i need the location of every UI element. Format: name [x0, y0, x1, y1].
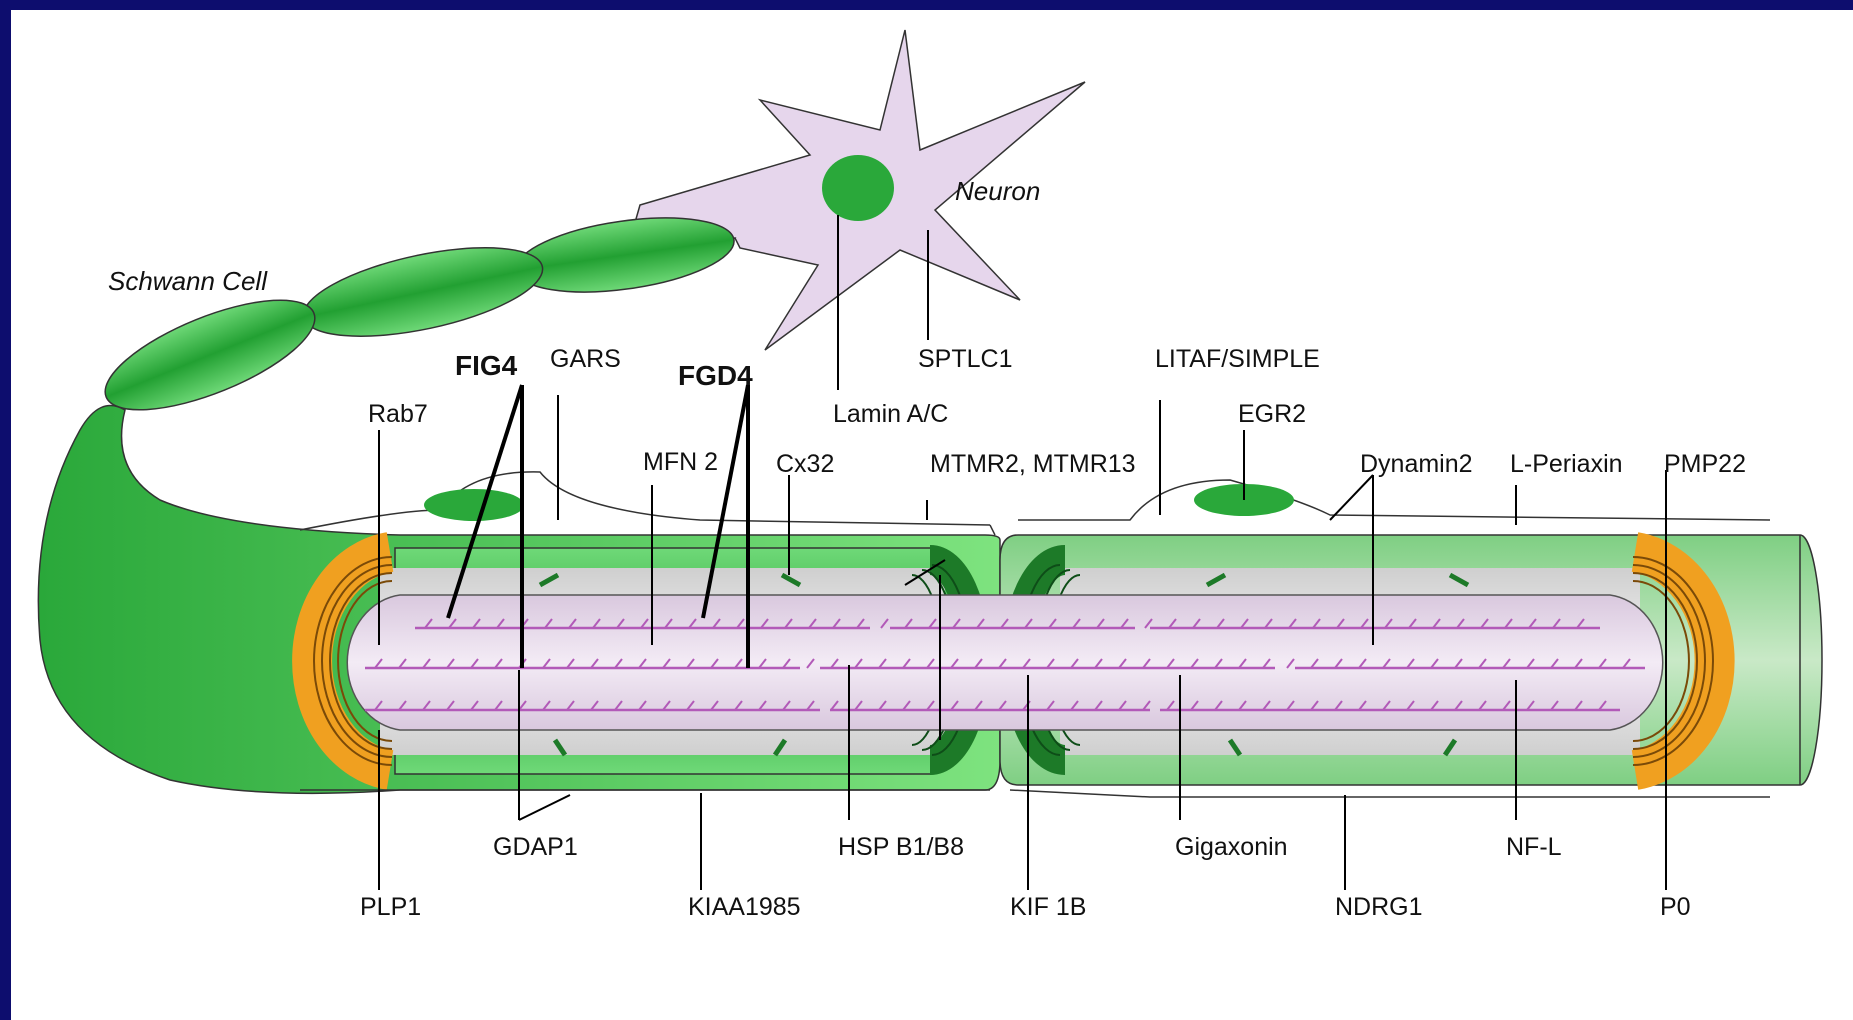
kiaa-label: KIAA1985 — [688, 893, 801, 921]
periaxin-label: L-Periaxin — [1510, 450, 1623, 478]
nfl-label: NF-L — [1506, 833, 1562, 861]
gigaxonin-label: Gigaxonin — [1175, 833, 1288, 861]
fgd4-label: FGD4 — [678, 360, 753, 391]
schwann-chain — [92, 206, 739, 432]
gdap1-label: GDAP1 — [493, 833, 578, 861]
p0-label: P0 — [1660, 893, 1691, 921]
neuron-nucleus — [822, 155, 894, 221]
pmp22-label: PMP22 — [1664, 450, 1746, 478]
neuron-label: Neuron — [955, 176, 1040, 206]
mtmr-label: MTMR2, MTMR13 — [930, 450, 1136, 478]
mfn2-label: MFN 2 — [643, 448, 718, 476]
plp1-label: PLP1 — [360, 893, 421, 921]
dynamin2-label: Dynamin2 — [1360, 450, 1473, 478]
kif1b-label: KIF 1B — [1010, 893, 1086, 921]
sptlc1-label: SPTLC1 — [918, 345, 1012, 373]
lamin-label: Lamin A/C — [833, 400, 948, 428]
schwann-nucleus-left — [424, 489, 524, 521]
ndrg1-label: NDRG1 — [1335, 893, 1423, 921]
egr2-label: EGR2 — [1238, 400, 1306, 428]
litaf-label: LITAF/SIMPLE — [1155, 345, 1320, 373]
gars-label: GARS — [550, 345, 621, 373]
rab7-label: Rab7 — [368, 400, 428, 428]
fig4-label: FIG4 — [455, 350, 518, 381]
hsp-label: HSP B1/B8 — [838, 833, 964, 861]
cx32-label: Cx32 — [776, 450, 834, 478]
schwann-cell-label: Schwann Cell — [108, 266, 268, 296]
